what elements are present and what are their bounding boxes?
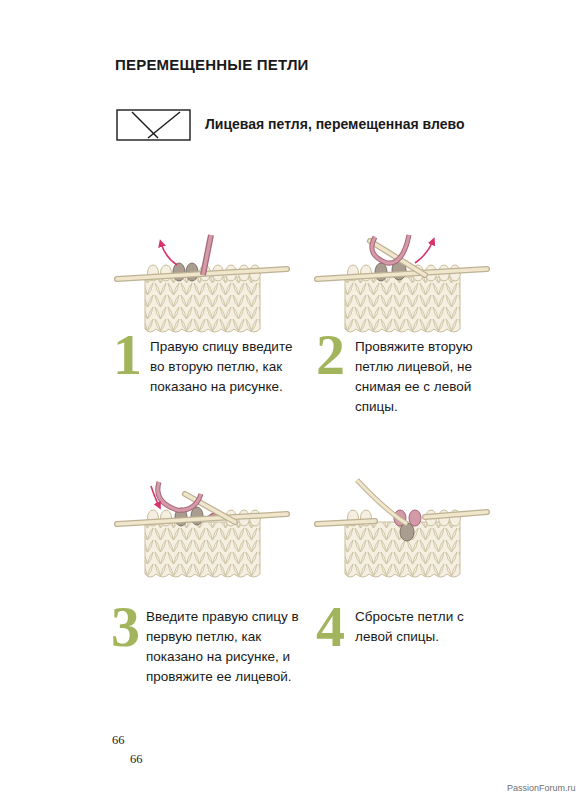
- label-wrap: 1: [113, 326, 142, 384]
- drawing-part: [158, 482, 201, 510]
- label-wrap: 66: [130, 752, 143, 767]
- step-number: 3: [111, 598, 140, 656]
- label-wrap: 66: [112, 733, 125, 748]
- drawing-part: [117, 514, 287, 524]
- drawing-part: [145, 277, 260, 332]
- drawing-part: [400, 523, 414, 541]
- step-text: Сбросьте петли с левой спицы.: [355, 607, 495, 647]
- chart-symbol: [117, 110, 190, 140]
- step-number: 2: [316, 326, 345, 384]
- drawing-part: [117, 110, 190, 140]
- drawing-part: [415, 241, 433, 263]
- label-wrap: Введите правую спицу в первую петлю, как…: [146, 607, 302, 687]
- drawing-part: [148, 112, 180, 138]
- watermark: PassionForum.ru: [507, 783, 576, 793]
- knitting-figure: [317, 235, 487, 332]
- step-number: 4: [316, 598, 345, 656]
- drawing-part: [317, 269, 487, 279]
- step-text: Провяжите вторую петлю лицевой, не снима…: [355, 337, 495, 417]
- drawing-part: [372, 235, 409, 263]
- label-wrap: 4: [316, 598, 345, 656]
- page-title: ПЕРЕМЕЩЕННЫЕ ПЕТЛИ: [115, 56, 309, 73]
- pattern-name: Лицевая петля, перемещенная влево: [205, 116, 464, 132]
- drawing-part: [425, 512, 487, 517]
- drawing-part: [425, 512, 487, 517]
- drawing-part: [161, 243, 177, 265]
- knitting-figure: [317, 480, 487, 577]
- drawing-part: [345, 277, 460, 332]
- drawing-part: [117, 514, 287, 524]
- label-wrap: Провяжите вторую петлю лицевой, не снима…: [355, 337, 495, 417]
- label-wrap: Сбросьте петли с левой спицы.: [355, 607, 495, 647]
- drawing-part: [372, 235, 409, 263]
- drawing-part: [203, 235, 211, 275]
- drawing-part: [317, 521, 375, 524]
- drawing-part: [409, 510, 421, 526]
- drawing-part: [400, 523, 414, 541]
- drawing-part: [357, 480, 407, 524]
- page-number: 66: [130, 752, 143, 767]
- step-text: Правую спицу введите во вторую петлю, ка…: [150, 337, 300, 397]
- label-wrap: Правую спицу введите во вторую петлю, ка…: [150, 337, 300, 397]
- drawing-part: [317, 269, 487, 279]
- drawing-part: [317, 521, 375, 524]
- drawing-part: [158, 482, 201, 510]
- drawing-part: [203, 235, 211, 275]
- label-wrap: PassionForum.ru: [507, 783, 576, 793]
- label-wrap: 3: [111, 598, 140, 656]
- drawing-part: [132, 112, 158, 138]
- drawing-part: [145, 522, 260, 577]
- step-text: Введите правую спицу в первую петлю, как…: [146, 607, 302, 687]
- page-number: 66: [112, 733, 125, 748]
- drawing-part: [151, 486, 159, 506]
- label-wrap: Лицевая петля, перемещенная влево: [205, 116, 464, 132]
- step-number: 1: [113, 326, 142, 384]
- label-wrap: 2: [316, 326, 345, 384]
- knitting-figure: [117, 235, 287, 332]
- drawing-part: [345, 522, 460, 577]
- drawing-part: [357, 480, 407, 524]
- title-wrap: ПЕРЕМЕЩЕННЫЕ ПЕТЛИ: [115, 56, 309, 73]
- knitting-figure: [117, 482, 287, 577]
